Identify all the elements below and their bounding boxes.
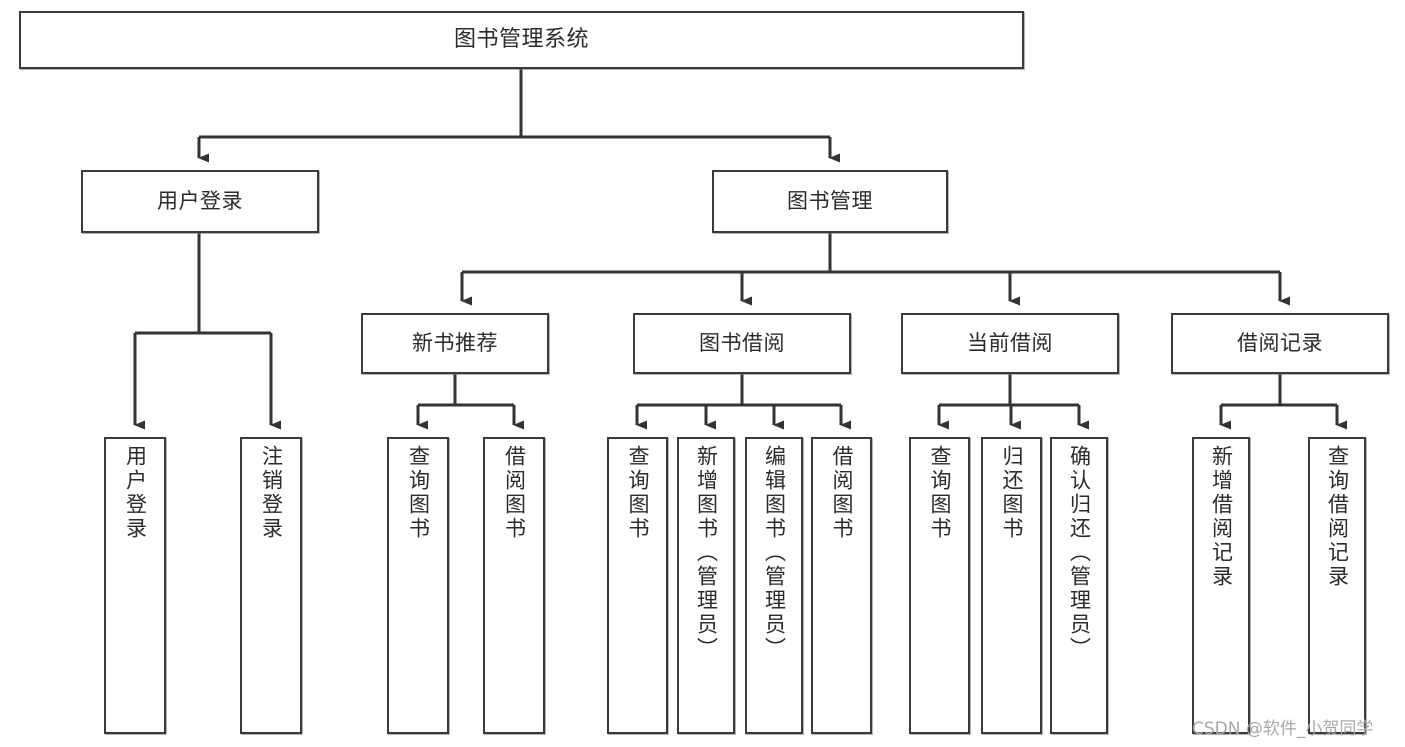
leaf-user-logout[interactable]: 注销登录	[240, 437, 302, 734]
node-label: 查询图书	[626, 445, 650, 541]
node-label: 用户登录	[157, 189, 243, 214]
node-borrow-record[interactable]: 借阅记录	[1171, 313, 1389, 374]
node-current-borrow[interactable]: 当前借阅	[901, 313, 1119, 374]
node-label: 编辑图书（管理员）	[762, 445, 787, 661]
leaf-user-login[interactable]: 用户登录	[104, 437, 166, 734]
node-label: 借阅图书	[830, 445, 854, 541]
node-book-borrow[interactable]: 图书借阅	[633, 313, 851, 374]
node-new-book-recommend[interactable]: 新书推荐	[361, 313, 549, 374]
watermark-text: CSDN @软件_小贺同学	[1192, 719, 1374, 739]
leaf-borrow-borrow-book[interactable]: 借阅图书	[811, 437, 872, 734]
leaf-record-add-record[interactable]: 新增借阅记录	[1192, 437, 1250, 734]
node-label: 借阅记录	[1237, 331, 1323, 356]
leaf-borrow-add-book-admin[interactable]: 新增图书（管理员）	[677, 437, 735, 734]
leaf-current-return-book[interactable]: 归还图书	[981, 437, 1042, 734]
node-label: 借阅图书	[502, 445, 527, 541]
node-label: 图书管理系统	[453, 27, 589, 53]
node-label: 查询借阅记录	[1325, 445, 1350, 589]
leaf-borrow-edit-book-admin[interactable]: 编辑图书（管理员）	[745, 437, 803, 734]
node-label: 查询图书	[928, 445, 952, 541]
node-label: 用户登录	[123, 445, 148, 541]
leaf-newbook-query-book[interactable]: 查询图书	[387, 437, 449, 734]
node-label: 当前借阅	[967, 331, 1053, 356]
leaf-newbook-borrow-book[interactable]: 借阅图书	[483, 437, 545, 734]
node-label: 查询图书	[406, 445, 431, 541]
leaf-current-query-book[interactable]: 查询图书	[909, 437, 970, 734]
leaf-current-confirm-return-admin[interactable]: 确认归还（管理员）	[1050, 437, 1108, 734]
node-book-management[interactable]: 图书管理	[712, 170, 948, 233]
node-label: 确认归还（管理员）	[1067, 445, 1092, 661]
node-label: 新增图书（管理员）	[694, 445, 719, 661]
node-label: 注销登录	[259, 445, 284, 541]
leaf-record-query-record[interactable]: 查询借阅记录	[1308, 437, 1366, 734]
node-root-system[interactable]: 图书管理系统	[19, 11, 1024, 69]
node-user-login[interactable]: 用户登录	[81, 170, 319, 233]
node-label: 新增借阅记录	[1209, 445, 1234, 589]
leaf-borrow-query-book[interactable]: 查询图书	[607, 437, 668, 734]
node-label: 图书借阅	[699, 331, 785, 356]
node-label: 归还图书	[1000, 445, 1024, 541]
node-label: 新书推荐	[412, 331, 498, 356]
node-label: 图书管理	[787, 189, 873, 214]
